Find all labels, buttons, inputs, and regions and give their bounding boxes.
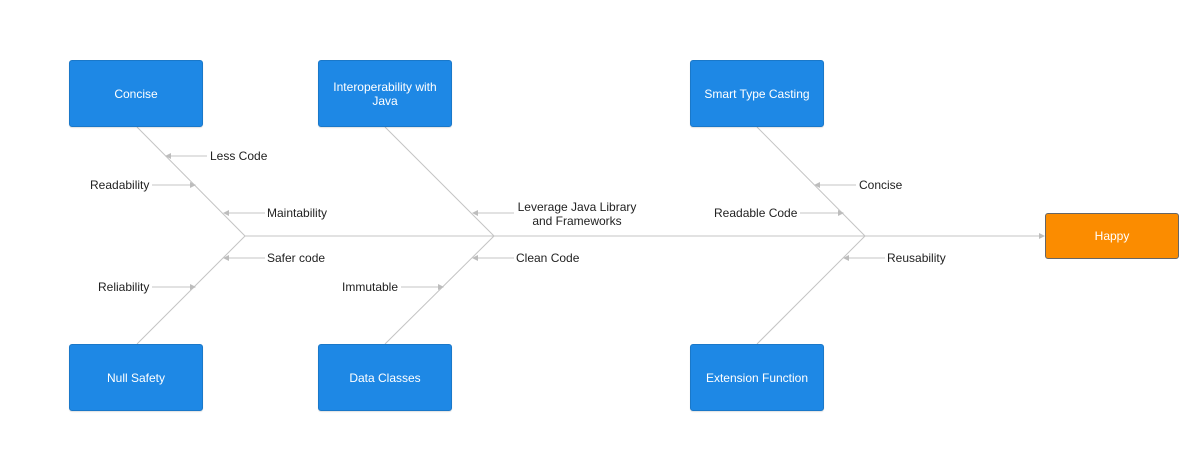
bone-smart-cast	[756, 126, 866, 237]
subcause-less-code: Less Code	[210, 149, 268, 163]
category-extension-label: Extension Function	[705, 370, 809, 385]
category-smart-cast-label: Smart Type Casting	[704, 86, 810, 101]
subcause-concise: Concise	[859, 178, 903, 192]
bone-null-safety	[136, 235, 246, 345]
subcause-safer-code: Safer code	[267, 251, 326, 265]
category-concise-label: Concise	[114, 86, 158, 101]
bone-extension	[756, 235, 866, 345]
category-null-safety[interactable]: Null Safety	[69, 344, 203, 411]
category-data-classes-label: Data Classes	[349, 370, 421, 385]
subcause-reliability: Reliability	[98, 280, 150, 294]
effect-label: Happy	[1094, 229, 1130, 243]
subcause-reusability: Reusability	[887, 251, 946, 265]
category-data-classes[interactable]: Data Classes	[318, 344, 452, 411]
subcause-clean-code: Clean Code	[516, 251, 580, 265]
category-concise[interactable]: Concise	[69, 60, 203, 127]
subcause-readability: Readability	[90, 178, 150, 192]
bone-concise	[136, 126, 246, 237]
effect-happy[interactable]: Happy	[1045, 213, 1179, 259]
subcause-maintainability: Maintability	[267, 206, 328, 220]
category-null-safety-label: Null Safety	[106, 370, 166, 385]
bone-interop	[384, 126, 495, 237]
subcause-leverage-java: Leverage Java Library and Frameworks	[517, 200, 637, 228]
subcause-immutable: Immutable	[342, 280, 399, 294]
category-interop-label: Interoperability with Java	[333, 79, 437, 108]
bone-data-classes	[384, 235, 495, 345]
category-interoperability-with-java[interactable]: Interoperability with Java	[318, 60, 452, 127]
category-smart-type-casting[interactable]: Smart Type Casting	[690, 60, 824, 127]
subcause-readable-code: Readable Code	[714, 206, 798, 220]
category-extension-function[interactable]: Extension Function	[690, 344, 824, 411]
